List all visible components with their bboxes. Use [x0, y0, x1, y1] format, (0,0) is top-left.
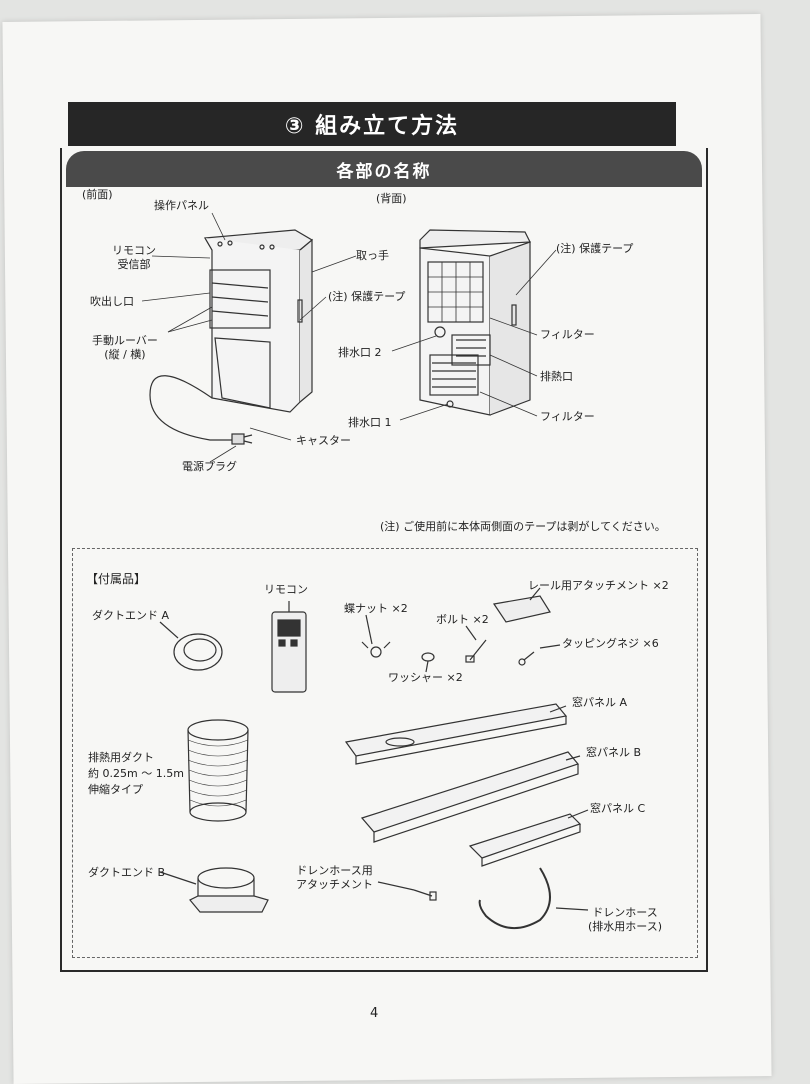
label-tapping-screw: タッピングネジ ×6: [562, 637, 659, 650]
label-drain-attachment: ドレンホース用 アタッチメント: [296, 864, 373, 891]
label-air-outlet: 吹出し口: [90, 295, 134, 308]
label-remote: リモコン: [264, 583, 308, 596]
label-window-panel-b: 窓パネル B: [586, 746, 642, 759]
back-unit-illustration: [419, 229, 531, 416]
bolt-illustration: [465, 625, 487, 663]
label-rail-attachment: レール用アタッチメント ×2: [528, 579, 669, 592]
exhaust-duct-illustration: [187, 719, 249, 822]
label-window-panel-c: 窓パネル C: [590, 802, 646, 815]
front-caption: (前面): [82, 188, 113, 201]
label-manual-louver: 手動ルーバー (縦 / 横): [92, 334, 158, 361]
label-drain-1: 排水口 1: [348, 416, 392, 429]
duct-end-a-illustration: [159, 621, 223, 671]
drain-hose-illustration: [478, 867, 589, 929]
label-control-panel: 操作パネル: [154, 199, 209, 212]
section-frame: [60, 148, 708, 972]
tape-note: (注) ご使用前に本体両側面のテープは剥がしてください。: [380, 520, 666, 533]
front-unit-illustration: [149, 229, 314, 445]
label-window-panel-a: 窓パネル A: [572, 696, 628, 709]
label-washer: ワッシャー ×2: [388, 671, 463, 684]
label-drain-hose: ドレンホース (排水用ホース): [588, 906, 663, 933]
wing-nut-illustration: [361, 614, 391, 658]
window-panel-a-illustration: [344, 703, 568, 765]
label-duct-end-b: ダクトエンド B: [88, 866, 166, 879]
label-power-plug: 電源プラグ: [182, 460, 237, 473]
back-caption: (背面): [376, 192, 407, 205]
remote-illustration: [271, 601, 307, 693]
duct-end-b-illustration: [159, 867, 269, 913]
label-front-tape: (注) 保護テープ: [328, 290, 406, 303]
label-drain-2: 排水口 2: [338, 346, 382, 359]
page-number: 4: [370, 1006, 379, 1021]
label-remote-receiver: リモコン 受信部: [112, 244, 156, 271]
screw-illustration: [518, 644, 561, 666]
label-wing-nut: 蝶ナット ×2: [344, 602, 408, 615]
section-title: ③ 組み立て方法: [68, 102, 676, 146]
rail-attachment-illustration: [492, 587, 551, 623]
washer-illustration: [421, 652, 435, 673]
label-filter-bottom: フィルター: [540, 410, 595, 423]
label-exhaust-port: 排熱口: [540, 370, 573, 383]
accessories-box: [72, 548, 698, 958]
window-panel-b-illustration: [360, 751, 581, 843]
drain-attachment-illustration: [377, 881, 437, 901]
label-bolt: ボルト ×2: [436, 613, 489, 626]
label-handle: 取っ手: [356, 249, 389, 262]
label-filter-top: フィルター: [540, 328, 595, 341]
label-caster: キャスター: [296, 434, 351, 447]
parts-header: 各部の名称: [66, 151, 702, 187]
label-exhaust-duct: 排熱用ダクト 約 0.25m ～ 1.5m 伸縮タイプ: [88, 751, 184, 796]
label-back-tape: (注) 保護テープ: [556, 242, 634, 255]
window-panel-c-illustration: [468, 809, 589, 867]
accessories-title: 【付属品】: [86, 572, 147, 586]
label-duct-end-a: ダクトエンド A: [92, 609, 170, 622]
